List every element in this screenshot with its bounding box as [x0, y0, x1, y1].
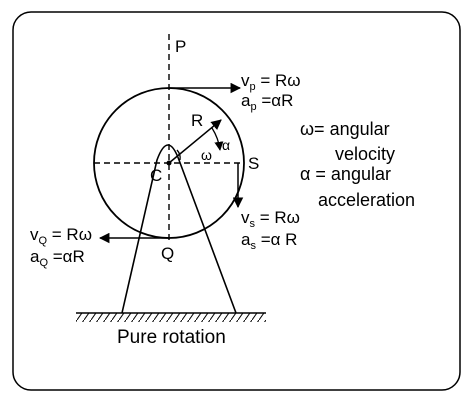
- eq-vq: vQ = Rω: [30, 225, 92, 247]
- label-omega: ω: [201, 147, 212, 163]
- eq-as: as =α R: [241, 230, 297, 252]
- legend-alpha-2: acceleration: [318, 190, 415, 210]
- support-stand: [121, 144, 237, 314]
- eq-vp: vp = Rω: [241, 71, 301, 93]
- label-r: R: [191, 111, 203, 130]
- label-c: C: [150, 166, 162, 185]
- omega-arc-icon: [176, 149, 181, 161]
- eq-ap: ap =αR: [241, 91, 293, 113]
- label-alpha: α: [222, 137, 230, 153]
- label-p: P: [175, 37, 186, 56]
- legend-alpha: α = angular: [300, 164, 391, 184]
- eq-vs: vs = Rω: [241, 208, 300, 230]
- ground-hatch: [76, 313, 266, 322]
- diagram-caption: Pure rotation: [117, 327, 226, 348]
- radius-arrow: [168, 119, 222, 164]
- legend-omega: ω= angular: [300, 119, 390, 139]
- diagram-frame: [12, 11, 461, 391]
- eq-aq: aQ =αR: [30, 247, 85, 269]
- label-q: Q: [161, 244, 174, 263]
- legend-omega-2: velocity: [335, 144, 395, 164]
- label-s: S: [248, 154, 259, 173]
- alpha-arc-icon: [211, 127, 224, 151]
